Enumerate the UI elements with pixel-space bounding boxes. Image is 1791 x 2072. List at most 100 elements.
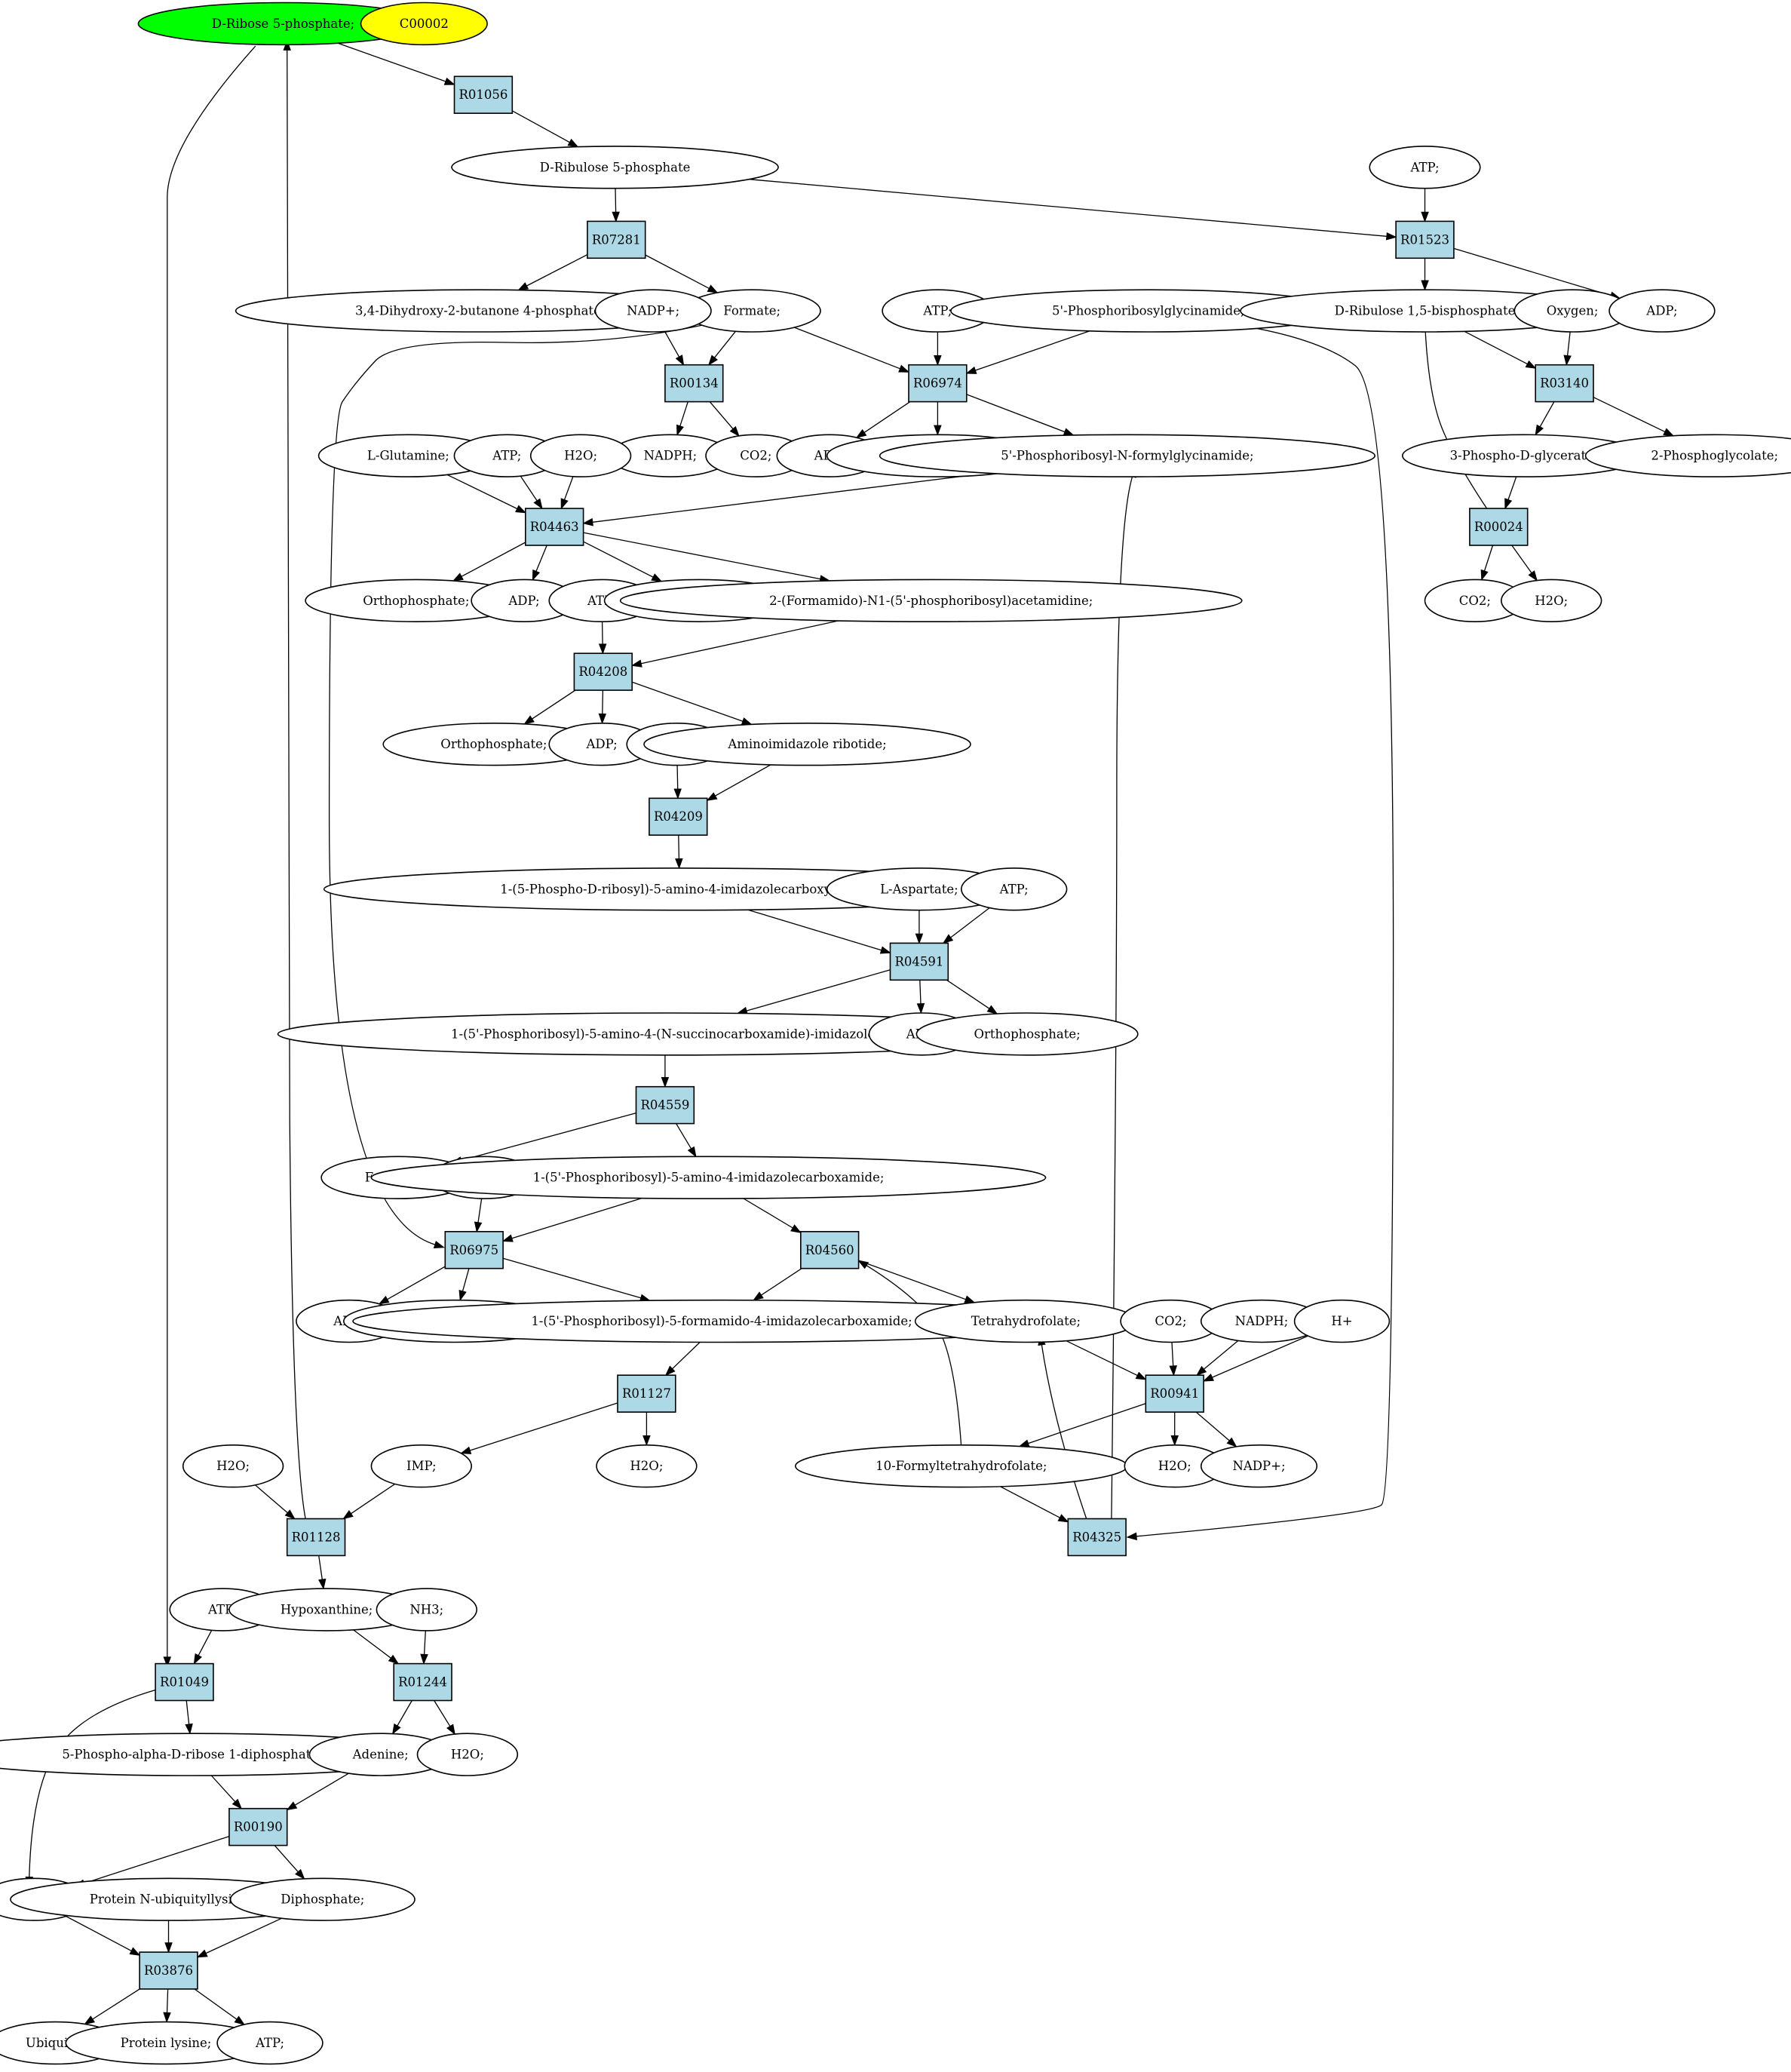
node-label: R00190 bbox=[234, 1820, 283, 1834]
node-label: R00024 bbox=[1474, 520, 1523, 534]
edge-formate-to-r06975 bbox=[328, 321, 719, 1249]
compound-node-h2o-r01128[interactable]: H2O; bbox=[182, 1444, 284, 1488]
compound-node-h2o-r01244[interactable]: H2O; bbox=[416, 1733, 519, 1776]
reaction-node-r06974[interactable]: R06974 bbox=[908, 364, 968, 403]
reaction-node-r04591[interactable]: R04591 bbox=[889, 942, 949, 981]
compound-node-co2-r00134[interactable]: CO2; bbox=[705, 434, 807, 477]
edge-atp-r06974-to-r06974 bbox=[934, 332, 942, 367]
reaction-node-r01244[interactable]: R01244 bbox=[393, 1662, 452, 1702]
reaction-node-r01049[interactable]: R01049 bbox=[155, 1662, 214, 1702]
compound-node-gln[interactable]: L-Glutamine; bbox=[317, 434, 499, 477]
compound-node-atp-r04591[interactable]: ATP; bbox=[960, 867, 1068, 911]
compound-node-pi-r04208[interactable]: Orthophosphate; bbox=[382, 722, 606, 766]
node-label: R06975 bbox=[449, 1243, 498, 1257]
compound-node-atp-r03876[interactable]: ATP; bbox=[216, 2021, 324, 2065]
compound-node-fgam[interactable]: 2-(Formamido)-N1-(5'-phosphoribosyl)acet… bbox=[619, 579, 1243, 622]
node-label: Diphosphate; bbox=[281, 1892, 364, 1907]
reaction-node-r03876[interactable]: R03876 bbox=[139, 1951, 198, 1990]
compound-node-nadph-r00134[interactable]: NADPH; bbox=[609, 434, 732, 477]
node-label: 3,4-Dihydroxy-2-butanone 4-phosphate bbox=[355, 304, 601, 318]
node-label: C00002 bbox=[400, 17, 449, 31]
reaction-node-r04560[interactable]: R04560 bbox=[800, 1231, 860, 1269]
compound-node-oxygen[interactable]: Oxygen; bbox=[1513, 289, 1631, 333]
compound-node-hypox[interactable]: Hypoxanthine; bbox=[228, 1588, 425, 1632]
compound-node-atp-r04463[interactable]: ATP; bbox=[453, 434, 560, 477]
edge-rib5p-to-r01049 bbox=[163, 45, 256, 1668]
reaction-node-r01127[interactable]: R01127 bbox=[617, 1374, 676, 1413]
compound-node-pi-r04463[interactable]: Orthophosphate; bbox=[305, 579, 528, 622]
reaction-node-r04559[interactable]: R04559 bbox=[635, 1085, 695, 1125]
reaction-node-r07281[interactable]: R07281 bbox=[587, 220, 646, 259]
reaction-node-r01128[interactable]: R01128 bbox=[286, 1518, 346, 1557]
node-label: D-Ribulose 5-phosphate bbox=[540, 160, 691, 174]
compound-node-rubp[interactable]: D-Ribulose 1,5-bisphosphate bbox=[1240, 289, 1610, 333]
reaction-node-r00941[interactable]: R00941 bbox=[1145, 1374, 1204, 1413]
reaction-node-r00190[interactable]: R00190 bbox=[228, 1807, 288, 1846]
compound-node-pglyc[interactable]: 2-Phosphoglycolate; bbox=[1584, 434, 1791, 477]
reaction-node-r04209[interactable]: R04209 bbox=[649, 797, 708, 836]
node-label: Adenine; bbox=[352, 1748, 409, 1762]
compound-node-h2o-r01127[interactable]: H2O; bbox=[596, 1444, 698, 1488]
compound-node-adp-r04463[interactable]: ADP; bbox=[471, 579, 578, 622]
node-label: NADPH; bbox=[644, 449, 698, 463]
edge-r00941-to-h2o-r00941 bbox=[1170, 1412, 1179, 1447]
reaction-node-r04325[interactable]: R04325 bbox=[1067, 1518, 1127, 1557]
reaction-node-r04208[interactable]: R04208 bbox=[573, 652, 633, 691]
reaction-node-r00134[interactable]: R00134 bbox=[664, 364, 724, 403]
compound-node-hplus[interactable]: H+ bbox=[1293, 1299, 1391, 1343]
compound-node-air[interactable]: Aminoimidazole ribotide; bbox=[643, 722, 971, 766]
compound-node-asp[interactable]: L-Aspartate; bbox=[826, 867, 1012, 911]
compound-node-c00002[interactable]: C00002 bbox=[360, 2, 488, 46]
compound-node-dhbp[interactable]: 3,4-Dihydroxy-2-butanone 4-phosphate bbox=[235, 289, 722, 333]
compound-node-aicar[interactable]: 1-(5'-Phosphoribosyl)-5-amino-4-imidazol… bbox=[370, 1156, 1047, 1199]
node-label: Orthophosphate; bbox=[974, 1027, 1081, 1041]
compound-node-h2o-r00941[interactable]: H2O; bbox=[1124, 1444, 1225, 1488]
reaction-node-r03140[interactable]: R03140 bbox=[1535, 364, 1594, 403]
edge-r06974-to-adp-r06974 bbox=[855, 401, 911, 438]
reaction-node-r04463[interactable]: R04463 bbox=[524, 508, 584, 546]
edge-adenine-to-r00190 bbox=[286, 1773, 349, 1811]
compound-node-adp-r04208[interactable]: ADP; bbox=[548, 722, 655, 766]
reaction-node-r00024[interactable]: R00024 bbox=[1469, 508, 1529, 546]
edge-r00024-to-h2o-r00024 bbox=[1511, 545, 1538, 582]
node-label: ATP; bbox=[1409, 160, 1439, 174]
edge-r04463-to-glu bbox=[583, 541, 663, 582]
compound-node-nadpp-r00941[interactable]: NADP+; bbox=[1200, 1444, 1318, 1488]
compound-node-prga[interactable]: 5'-Phosphoribosylglycinamide; bbox=[950, 289, 1347, 333]
edge-r01244-to-adenine bbox=[391, 1700, 412, 1735]
node-label: NH3; bbox=[409, 1603, 443, 1617]
edge-r01244-to-h2o-r01244 bbox=[434, 1700, 455, 1736]
edge-oxygen-to-r03140 bbox=[1563, 332, 1572, 367]
node-label: CO2; bbox=[1155, 1314, 1186, 1328]
compound-node-nadph-r00941[interactable]: NADPH; bbox=[1200, 1299, 1323, 1343]
compound-node-adp-r01523[interactable]: ADP; bbox=[1609, 289, 1716, 333]
node-label: 5-Phospho-alpha-D-ribose 1-diphosphate; bbox=[62, 1748, 322, 1762]
edge-fgar-to-r04463 bbox=[582, 472, 988, 526]
compound-node-fthf[interactable]: 10-Formyltetrahydrofolate; bbox=[795, 1444, 1128, 1488]
compound-node-ppi[interactable]: Diphosphate; bbox=[229, 1877, 416, 1921]
compound-node-fgar[interactable]: 5'-Phosphoribosyl-N-formylglycinamide; bbox=[879, 434, 1376, 477]
compound-node-h2o-r04463[interactable]: H2O; bbox=[529, 434, 632, 477]
node-label: R03876 bbox=[144, 1963, 193, 1978]
compound-node-nadpp-r00134[interactable]: NADP+; bbox=[594, 289, 712, 333]
edge-r04463-to-pi-r04463 bbox=[452, 542, 526, 582]
compound-node-thf[interactable]: Tetrahydrofolate; bbox=[914, 1299, 1137, 1343]
compound-node-faicar[interactable]: 1-(5'-Phosphoribosyl)-5-formamido-4-imid… bbox=[352, 1299, 1091, 1343]
compound-node-atp-r01523[interactable]: ATP; bbox=[1369, 146, 1481, 189]
node-label: R03140 bbox=[1540, 376, 1589, 391]
compound-node-ribu5p[interactable]: D-Ribulose 5-phosphate bbox=[451, 146, 779, 189]
compound-node-atp-r06974[interactable]: ATP; bbox=[882, 289, 994, 333]
reaction-node-r01056[interactable]: R01056 bbox=[453, 75, 514, 115]
node-label: 3-Phospho-D-glycerate; bbox=[1450, 449, 1598, 463]
edge-r04463-to-fgam bbox=[583, 532, 831, 583]
compound-node-adenine[interactable]: Adenine; bbox=[308, 1733, 452, 1776]
compound-node-pi-r04591[interactable]: Orthophosphate; bbox=[915, 1012, 1139, 1056]
compound-node-imp[interactable]: IMP; bbox=[370, 1444, 472, 1488]
node-label: R01127 bbox=[622, 1386, 671, 1401]
edge-thf-to-r00941 bbox=[1066, 1340, 1147, 1380]
reaction-node-r06975[interactable]: R06975 bbox=[444, 1231, 504, 1269]
node-label: R01049 bbox=[160, 1675, 209, 1690]
reaction-node-r01523[interactable]: R01523 bbox=[1395, 220, 1455, 259]
compound-node-nh3[interactable]: NH3; bbox=[376, 1588, 477, 1632]
compound-node-h2o-r00024[interactable]: H2O; bbox=[1500, 579, 1602, 622]
